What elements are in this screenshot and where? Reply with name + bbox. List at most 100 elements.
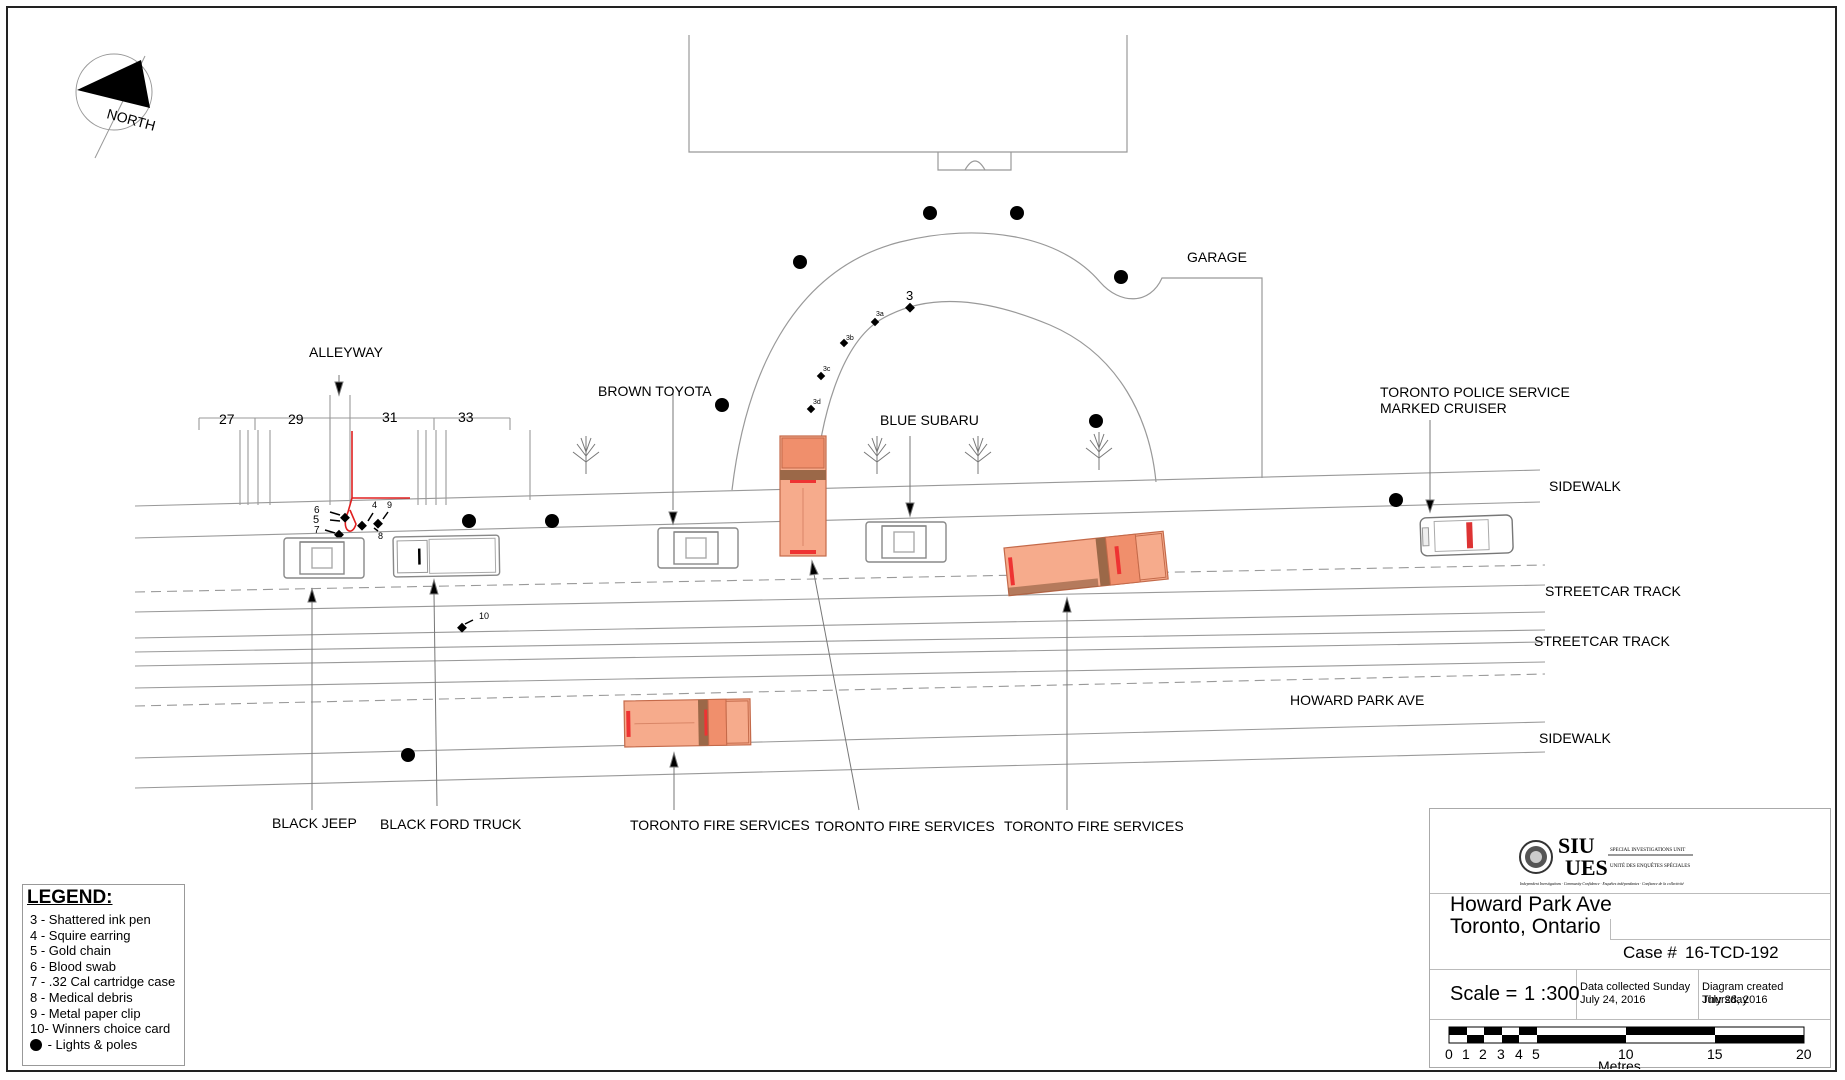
location-line1: Howard Park Ave	[1450, 893, 1612, 916]
north-compass: NORTH	[75, 53, 157, 159]
building-outline	[688, 35, 1128, 171]
black-jeep-label: BLACK JEEP	[272, 815, 357, 831]
light-pole-icon	[545, 514, 559, 528]
svg-text:4: 4	[372, 500, 377, 510]
light-pole-icon	[1114, 270, 1128, 284]
fire-truck-angled	[1003, 530, 1169, 597]
svg-text:7: 7	[314, 525, 320, 536]
svg-text:3: 3	[906, 288, 913, 303]
alleyway-label: ALLEYWAY	[309, 344, 383, 360]
svg-text:5: 5	[1532, 1046, 1540, 1062]
tree-icon	[964, 435, 992, 475]
diagram-created-line2: July 28, 2016	[1702, 994, 1768, 1006]
police-cruiser-label-line1: TORONTO POLICE SERVICE	[1380, 384, 1570, 400]
house-number-27: 27	[219, 411, 235, 427]
svg-text:4: 4	[1515, 1046, 1523, 1062]
blue-subaru-vehicle	[865, 521, 947, 563]
svg-text:10: 10	[1618, 1046, 1634, 1062]
evidence-area-lines	[344, 431, 410, 532]
tree-icon	[572, 435, 600, 475]
data-collected-line1: Data collected Sunday	[1580, 981, 1691, 993]
svg-text:1: 1	[1462, 1046, 1470, 1062]
scale-label: Scale =	[1450, 983, 1518, 1005]
evidence-marker-icon	[839, 338, 849, 348]
light-pole-icon	[923, 206, 937, 220]
police-cruiser-vehicle	[1419, 514, 1514, 557]
legend-item: 10- Winners choice card	[30, 1021, 171, 1037]
svg-text:3d: 3d	[813, 399, 821, 406]
svg-text:UES: UES	[1565, 855, 1608, 880]
fire-truck-vertical	[779, 435, 827, 557]
case-number: 16-TCD-192	[1685, 943, 1779, 962]
legend-item: 9 - Metal paper clip	[30, 1005, 141, 1021]
house-number-31: 31	[382, 409, 398, 425]
svg-text:8: 8	[378, 531, 383, 541]
legend-item: 6 - Blood swab	[30, 958, 116, 974]
tree-icon	[863, 435, 891, 475]
label-arrows	[307, 375, 1435, 811]
black-ford-truck-label: BLACK FORD TRUCK	[380, 816, 522, 832]
legend-item: 7 - .32 Cal cartridge case	[30, 974, 176, 990]
scale-value: 1 :300	[1524, 983, 1580, 1005]
data-collected-line2: July 24, 2016	[1580, 994, 1646, 1006]
compass-label: NORTH	[105, 105, 157, 133]
garage-label: GARAGE	[1187, 249, 1247, 265]
fire-services-label: TORONTO FIRE SERVICES	[630, 817, 810, 833]
black-ford-truck-vehicle	[392, 534, 501, 578]
house-number-33: 33	[458, 409, 474, 425]
svg-text:Metres: Metres	[1598, 1058, 1641, 1069]
legend-item: 5 - Gold chain	[30, 943, 111, 959]
road-lines	[134, 469, 1546, 789]
svg-text:5: 5	[313, 514, 319, 526]
legend-lights: - Lights & poles	[27, 1037, 184, 1053]
siu-logo: SIU UES SPECIAL INVESTIGATIONS UNIT UNIT…	[1519, 833, 1693, 886]
svg-text:9: 9	[387, 500, 392, 510]
light-pole-icon	[715, 398, 729, 412]
scale-bar: 0 1 2 3 4 5 10 15 20 Metres	[1445, 1026, 1812, 1069]
police-cruiser-label-line2: MARKED CRUISER	[1380, 400, 1507, 416]
legend-lights-label: - Lights & poles	[44, 1036, 138, 1052]
fire-services-label: TORONTO FIRE SERVICES	[815, 818, 995, 834]
case-label: Case #	[1623, 943, 1677, 962]
title-block: SIU UES SPECIAL INVESTIGATIONS UNIT UNIT…	[1429, 808, 1831, 1069]
howard-park-ave-label: HOWARD PARK AVE	[1290, 692, 1425, 708]
streetcar-track-label: STREETCAR TRACK	[1534, 633, 1670, 649]
legend-item: 4 - Squire earring	[30, 927, 131, 943]
diagram-created-line1: Diagram created Thursday	[1702, 981, 1784, 1006]
brown-toyota-vehicle	[657, 527, 739, 569]
svg-text:UNITÉ DES ENQUÊTES SPÉCIALES: UNITÉ DES ENQUÊTES SPÉCIALES	[1610, 863, 1690, 869]
evidence-marker-icon	[870, 317, 880, 327]
legend-item: 8 - Medical debris	[30, 989, 133, 1005]
legend-title: LEGEND:	[27, 887, 113, 908]
light-pole-icon	[1389, 493, 1403, 507]
svg-text:SPECIAL INVESTIGATIONS UNIT: SPECIAL INVESTIGATIONS UNIT	[1610, 848, 1685, 853]
svg-text:SIU: SIU	[1558, 833, 1595, 858]
svg-text:3c: 3c	[823, 366, 831, 373]
svg-text:0: 0	[1445, 1046, 1453, 1062]
svg-text:3a: 3a	[876, 311, 884, 318]
light-pole-icon	[462, 514, 476, 528]
driveway	[731, 232, 1263, 491]
location-line2: Toronto, Ontario	[1450, 915, 1601, 938]
svg-text:10: 10	[479, 611, 489, 621]
evidence-marker-icon	[806, 404, 816, 414]
brown-toyota-label: BROWN TOYOTA	[598, 383, 712, 399]
light-pole-icon	[401, 748, 415, 762]
svg-text:2: 2	[1479, 1046, 1487, 1062]
sidewalk-south-label: SIDEWALK	[1539, 730, 1611, 746]
evidence-marker-icon	[816, 371, 826, 381]
house-number-29: 29	[288, 411, 304, 427]
storefronts	[198, 395, 531, 505]
svg-text:20: 20	[1796, 1046, 1812, 1062]
black-jeep-vehicle	[283, 537, 365, 579]
svg-text:Independent Investigations · C: Independent Investigations · Community C…	[1519, 882, 1684, 886]
light-pole-icon	[793, 255, 807, 269]
light-pole-icon	[30, 1038, 42, 1051]
legend: LEGEND: 3 - Shattered ink pen 4 - Squire…	[22, 884, 185, 1066]
svg-text:15: 15	[1707, 1046, 1723, 1062]
evidence-marker-icon	[905, 302, 915, 313]
streetcar-track-label: STREETCAR TRACK	[1545, 583, 1681, 599]
light-pole-icon	[1089, 414, 1103, 428]
diagram-border	[6, 6, 1837, 1072]
